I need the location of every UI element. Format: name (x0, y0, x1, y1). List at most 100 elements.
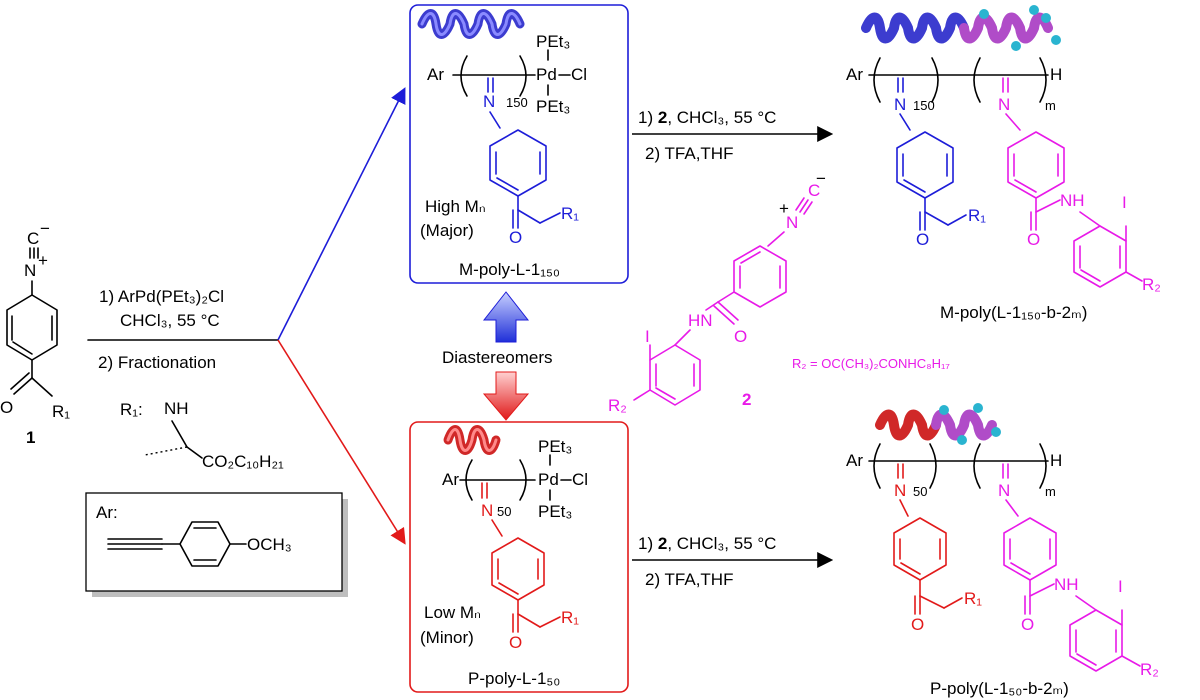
block-top-name: M-poly(L-1₁₅₀-b-2ₘ) (940, 303, 1087, 322)
block-bottom-name: P-poly(L-1₅₀-b-2ₘ) (930, 679, 1069, 698)
arrow-to-minor (277, 339, 406, 545)
block-copolymer-top: Ar H N 150 N m O R₁ O NH I R₂ M- (846, 5, 1161, 322)
top-dp: 150 (506, 95, 528, 110)
top-pet3-upper: PEt₃ (536, 32, 570, 51)
isocyanide-minus: − (40, 219, 50, 238)
m2-minus: − (816, 169, 826, 188)
bt-amide-o: O (1027, 230, 1040, 249)
bottom-ar: Ar (442, 470, 459, 489)
bb-carbonyl-o: O (911, 615, 924, 634)
bt-carbonyl-o: O (916, 230, 929, 249)
bt-dp2: m (1045, 98, 1056, 113)
r1-def-label: R₁: (120, 400, 143, 419)
monomer-1: C − N + O R₁ 1 (0, 219, 70, 447)
helix-block-top-icon (861, 5, 1061, 51)
bottom-pet3-lower: PEt₃ (538, 502, 572, 521)
diastereomers-label: Diastereomers (442, 348, 553, 367)
carbonyl-o: O (0, 398, 13, 417)
bt-ar: Ar (846, 65, 863, 84)
minor-polymer-box: Ar N 50 Pd Cl PEt₃ PEt₃ O R₁ Low Mₙ (Min… (409, 421, 629, 693)
down-arrow-icon (482, 371, 530, 421)
step2-top-line1: 1) 2, CHCl₃, 55 °C (638, 108, 776, 127)
reagent-line-1: 1) ArPd(PEt₃)₂Cl (99, 287, 224, 306)
bt-n1: N (894, 95, 906, 114)
bottom-cl: Cl (572, 470, 588, 489)
bt-r1: R₁ (968, 206, 986, 225)
r1-amine: NH (164, 399, 189, 418)
m2-carbonyl-o: O (734, 327, 747, 346)
reagents-step1: 1) ArPd(PEt₃)₂Cl CHCl₃, 55 °C 2) Fractio… (87, 287, 279, 372)
bt-amide-nh: NH (1060, 191, 1085, 210)
diastereomer-relation: Diastereomers (442, 291, 553, 421)
bottom-r1: R₁ (561, 608, 579, 627)
top-carbonyl-o: O (509, 228, 522, 247)
major-polymer-box: Ar N 150 Pd Cl PEt₃ PEt₃ O R₁ High Mₙ (M… (409, 4, 629, 284)
bb-n2: N (998, 481, 1010, 500)
r1-ester: CO₂C₁₀H₂₁ (202, 452, 284, 471)
bb-n1: N (894, 481, 906, 500)
top-polymer-name: M-poly-L-1₁₅₀ (459, 260, 560, 279)
bb-amide-nh: NH (1054, 575, 1079, 594)
monomer-2: C − N + O HN I R₂ 2 R₂ = OC(CH₃)₂CONHC₈H… (608, 169, 950, 415)
top-mass-label: High Mₙ (425, 197, 486, 216)
bt-h: H (1050, 65, 1062, 84)
bottom-carbonyl-o: O (509, 633, 522, 652)
bb-h: H (1050, 451, 1062, 470)
compound-1-label: 1 (26, 428, 35, 447)
bb-ar: Ar (846, 451, 863, 470)
ar-methoxy: OCH₃ (247, 535, 292, 554)
bb-r1: R₁ (964, 589, 982, 608)
top-cl: Cl (571, 65, 587, 84)
ar-definition-box: Ar: OCH₃ (85, 492, 348, 597)
top-r1: R₁ (561, 204, 579, 223)
bottom-pd: Pd (538, 470, 559, 489)
top-n: N (483, 92, 495, 111)
up-arrow-icon (482, 291, 530, 343)
isocyanide-c: C (27, 229, 39, 248)
step2-top-line2: 2) TFA,THF (645, 144, 733, 163)
helix-blue-icon (417, 9, 525, 39)
compound-2-label: 2 (742, 390, 751, 409)
top-fraction-label: (Major) (420, 221, 474, 240)
arrow-to-major (277, 87, 406, 341)
top-pet3-lower: PEt₃ (536, 97, 570, 116)
bottom-dp: 50 (497, 504, 511, 519)
bb-iodo: I (1118, 577, 1123, 596)
bt-r2: R₂ (1142, 275, 1161, 294)
top-pd: Pd (536, 65, 557, 84)
isocyanide-plus: + (38, 251, 48, 270)
reagent-line-3: 2) Fractionation (98, 353, 216, 372)
r2-definition: R₂ = OC(CH₃)₂CONHC₈H₁₇ (792, 356, 950, 371)
ar-label: Ar: (96, 503, 118, 522)
bb-r2: R₂ (1140, 660, 1159, 679)
step2-bottom-line1: 1) 2, CHCl₃, 55 °C (638, 534, 776, 553)
m2-r2: R₂ (608, 396, 627, 415)
m2-n: N (786, 213, 798, 232)
bottom-polymer-name: P-poly-L-1₅₀ (468, 669, 560, 688)
isocyanide-n: N (24, 261, 36, 280)
m2-plus: + (779, 199, 789, 218)
bb-dp1: 50 (913, 484, 927, 499)
bottom-mass-label: Low Mₙ (424, 603, 481, 622)
bottom-fraction-label: (Minor) (420, 628, 474, 647)
bottom-n: N (481, 501, 493, 520)
top-ar: Ar (427, 65, 444, 84)
helix-block-bottom-icon (875, 403, 1001, 445)
bt-n2: N (998, 95, 1010, 114)
bottom-pet3-upper: PEt₃ (538, 437, 572, 456)
step2-bottom-line2: 2) TFA,THF (645, 570, 733, 589)
m2-c: C (808, 181, 820, 200)
helix-red-icon (443, 425, 501, 455)
block-copolymer-bottom: Ar H N 50 N m O R₁ O NH I R₂ P-p (846, 403, 1159, 698)
reagent-line-2: CHCl₃, 55 °C (120, 311, 220, 330)
r1-definition: R₁: NH CO₂C₁₀H₂₁ (120, 399, 284, 471)
bt-dp1: 150 (913, 98, 935, 113)
m2-iodo: I (645, 327, 650, 346)
bt-iodo: I (1122, 193, 1127, 212)
reagents-step2-bottom: 1) 2, CHCl₃, 55 °C 2) TFA,THF (632, 534, 834, 589)
bb-dp2: m (1045, 484, 1056, 499)
m2-hn: HN (688, 311, 713, 330)
r1-label: R₁ (52, 402, 70, 421)
reagents-step2-top: 1) 2, CHCl₃, 55 °C 2) TFA,THF (632, 108, 834, 163)
